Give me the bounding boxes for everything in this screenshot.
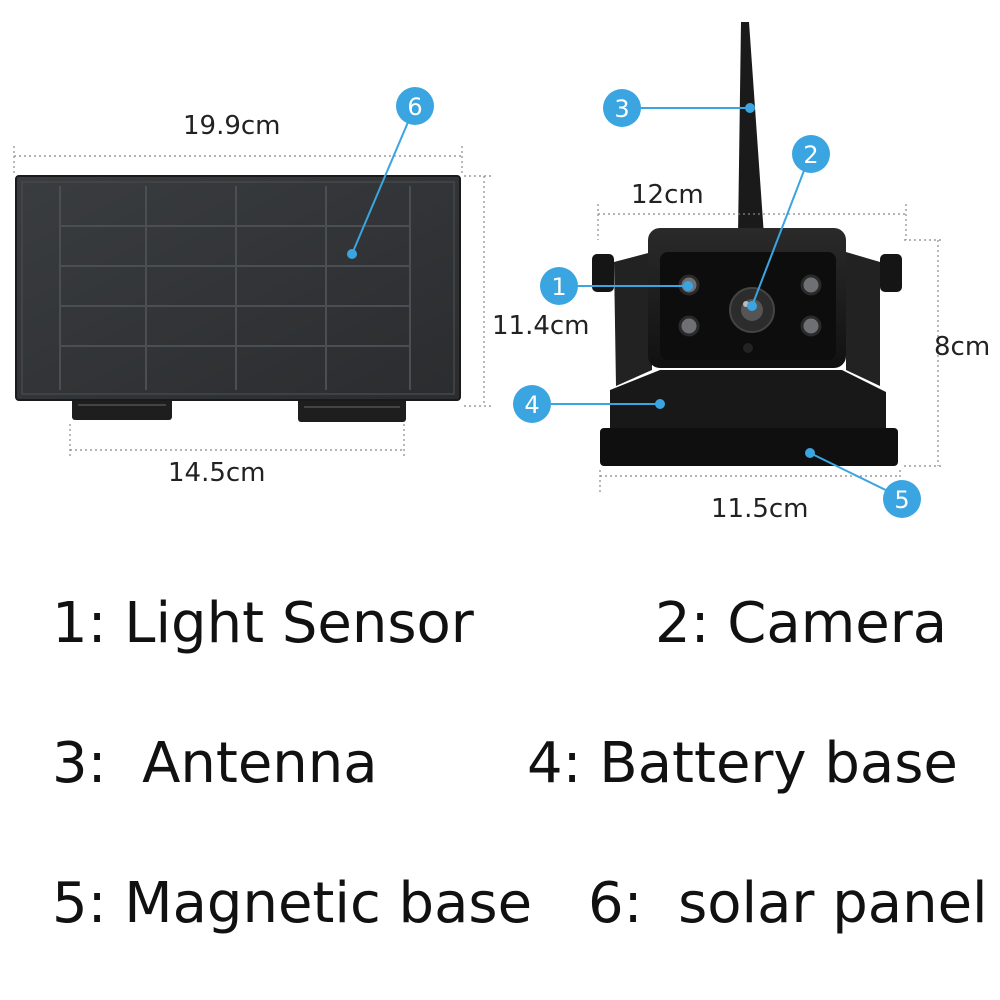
callout-1-number: 1 [551, 273, 566, 301]
camera-width-label: 12cm [631, 180, 704, 210]
legend-item-1: 1: Light Sensor [52, 591, 474, 656]
solar-panel-device [13, 146, 494, 456]
callout-3-number: 3 [614, 95, 629, 123]
callouts [347, 103, 901, 498]
callout-2-badge [792, 135, 830, 173]
callout-2-number: 2 [803, 141, 818, 169]
battery-base [610, 370, 886, 432]
camera-base-width-label: 11.5cm [711, 494, 809, 524]
callout-6-number: 6 [407, 93, 422, 121]
callout-6-badge [396, 87, 434, 125]
camera-device [592, 22, 944, 494]
panel-height-label: 11.4cm [492, 311, 590, 341]
magnetic-base [600, 428, 898, 466]
callout-4-badge [513, 385, 551, 423]
panel-bracket-width-label: 14.5cm [168, 458, 266, 488]
callout-4-number: 4 [524, 391, 539, 419]
camera-height-label: 8cm [934, 332, 991, 362]
legend-item-3: 3: Antenna [52, 731, 378, 796]
knob-right [880, 254, 902, 292]
callout-5-badge [883, 480, 921, 518]
callout-5-number: 5 [894, 486, 909, 514]
callout-3-badge [603, 89, 641, 127]
callout-1-badge [540, 267, 578, 305]
solar-panel-body [15, 175, 461, 401]
legend-item-2: 2: Camera [655, 591, 948, 656]
ir-led-bottom-left [678, 315, 700, 337]
ir-led-bottom-right [800, 315, 822, 337]
legend-item-5: 5: Magnetic base [52, 871, 533, 936]
legend-item-6: 6: solar panel [588, 871, 988, 936]
antenna-body [738, 22, 764, 236]
legend-item-4: 4: Battery base [527, 731, 958, 796]
solar-cells [59, 186, 411, 390]
ir-led-top-right [800, 274, 822, 296]
panel-width-label: 19.9cm [183, 111, 281, 141]
callout-badges: 1 2 3 4 5 6 [396, 87, 921, 518]
knob-left [592, 254, 614, 292]
